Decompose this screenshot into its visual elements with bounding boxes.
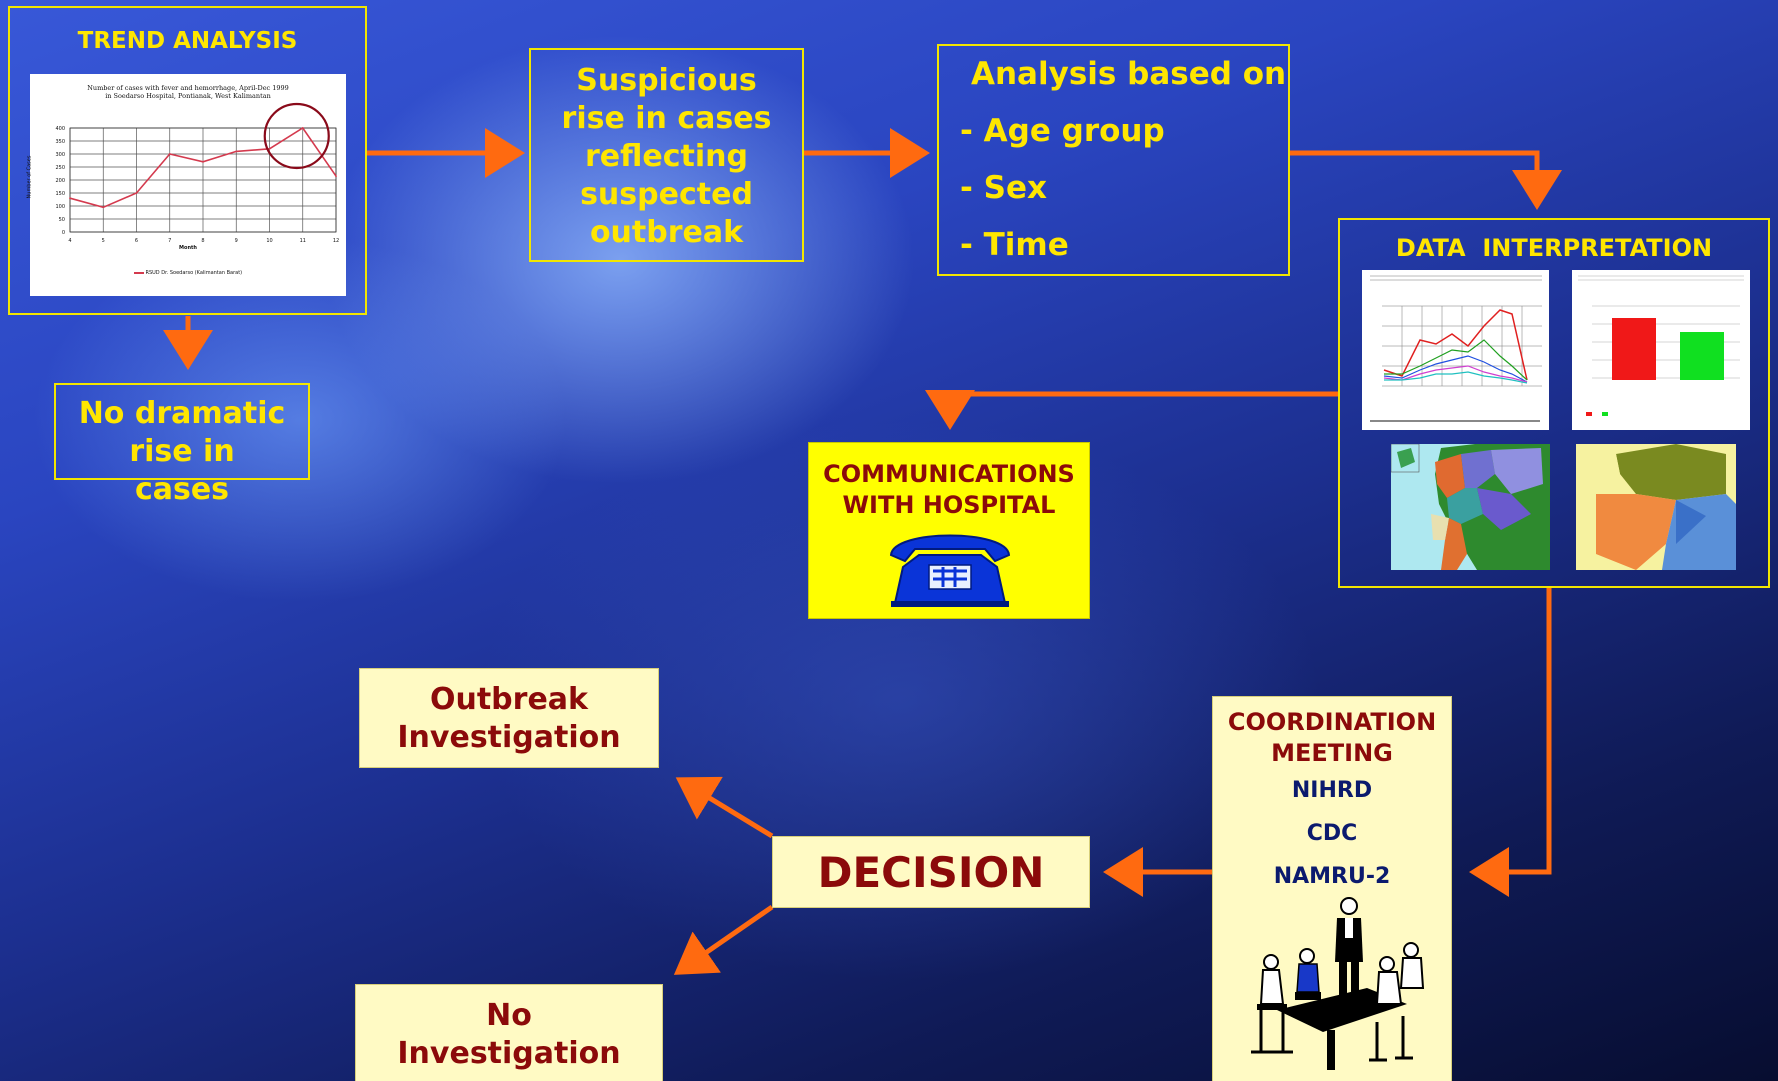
x-tick-label: 12 [333, 238, 339, 244]
data-point [301, 127, 304, 129]
org-cdc: CDC [1306, 821, 1358, 846]
y-tick-label: 100 [55, 204, 65, 210]
data-point [135, 192, 138, 194]
communications-line1: COMMUNICATIONS [823, 460, 1075, 488]
age-specific-chart-thumbnail [1362, 270, 1549, 430]
x-tick-label: 9 [235, 238, 238, 244]
y-tick-label: 250 [55, 165, 65, 171]
x-tick-label: 11 [300, 238, 306, 244]
decision-box: DECISION [772, 836, 1090, 908]
x-tick-label: 4 [68, 238, 71, 244]
suspicious-rise-text: Suspicious rise in cases reflecting susp… [561, 63, 772, 250]
sex-bar-chart-thumbnail [1572, 270, 1750, 430]
trend-chart: Number of cases with fever and hemorrhag… [26, 74, 346, 296]
outbreak-investigation-box: Outbreak Investigation [359, 668, 659, 768]
y-tick-label: 300 [55, 152, 65, 158]
y-tick-label: 400 [55, 126, 65, 132]
trend-chart-title: Number of cases with fever and hemorrhag… [87, 84, 289, 100]
trend-analysis-box: TREND ANALYSIS Number of cases with feve… [8, 6, 367, 315]
no-dramatic-rise-text: No dramatic rise in cases [78, 396, 286, 507]
communications-box: COMMUNICATIONS WITH HOSPITAL [808, 442, 1090, 619]
telephone-icon [889, 534, 1011, 607]
analysis-item-time: - Time [960, 227, 1069, 263]
no-investigation-line1: No [486, 998, 532, 1033]
data-point [69, 197, 71, 200]
y-tick-label: 200 [55, 178, 65, 184]
no-dramatic-rise-box: No dramatic rise in cases [54, 383, 310, 507]
no-investigation-box: No Investigation [355, 984, 663, 1081]
trend-chart-ylabel: Number of Cases [26, 155, 33, 199]
district-map-thumbnail [1576, 444, 1736, 570]
x-tick-label: 5 [102, 238, 105, 244]
analysis-item-age: - Age group [960, 113, 1165, 149]
trend-analysis-title: TREND ANALYSIS [77, 28, 298, 54]
analysis-item-sex: - Sex [960, 170, 1048, 206]
plot-frame [69, 127, 337, 233]
trend-chart-xlabel: Month [179, 245, 197, 251]
y-tick-label: 150 [55, 191, 65, 197]
data-point [102, 206, 105, 209]
data-point [268, 147, 271, 150]
suspicious-rise-box: Suspicious rise in cases reflecting susp… [529, 48, 804, 262]
outbreak-line1: Outbreak [429, 682, 588, 717]
data-point [202, 160, 204, 163]
arrow-decision-to-outbreak [675, 776, 774, 839]
analysis-box: Analysis based on - Age group - Sex - Ti… [937, 44, 1290, 276]
data-point [335, 175, 337, 177]
arrow-decision-to-no-investigation [673, 904, 774, 975]
trend-chart-legend: RSUD Dr. Soedarso (Kalimantan Barat) [30, 270, 346, 276]
decision-text: DECISION [817, 848, 1045, 897]
org-nihrd: NIHRD [1291, 778, 1373, 803]
coordination-line1: COORDINATION [1227, 708, 1437, 736]
trend-line-chart: 400 350 300 250 200 150 100 50 04 5 6 7 8 9 10 11 12 [55, 102, 339, 244]
arrow-interpretation-to-communications [925, 390, 1340, 430]
analysis-title: Analysis based on [971, 56, 1287, 92]
regional-map-thumbnail [1391, 444, 1550, 570]
x-tick-label: 6 [135, 238, 138, 244]
sex-chart-graphic [1578, 275, 1744, 416]
outbreak-line2: Investigation [397, 720, 621, 755]
coordination-line2: MEETING [1271, 739, 1393, 767]
data-interpretation-box: DATA INTERPRETATION [1338, 218, 1770, 588]
communications-line2: WITH HOSPITAL [842, 491, 1056, 519]
data-interpretation-title: DATA INTERPRETATION [1395, 234, 1713, 262]
peak-highlight-circle [263, 102, 330, 170]
no-investigation-line2: Investigation [397, 1036, 621, 1071]
data-point [235, 150, 238, 153]
x-tick-label: 10 [266, 238, 272, 244]
arrow-analysis-to-interpretation [1290, 150, 1562, 210]
y-tick-label: 50 [59, 217, 65, 223]
x-tick-label: 7 [168, 238, 171, 244]
district-map-graphic [1576, 444, 1736, 570]
meeting-people-icon [1251, 897, 1425, 1070]
y-tick-label: 0 [62, 230, 65, 236]
org-namru2: NAMRU-2 [1273, 864, 1391, 889]
age-chart-graphic [1370, 275, 1542, 422]
arrow-interpretation-to-coordination [1469, 588, 1552, 897]
regional-map-graphic [1391, 444, 1550, 570]
coordination-meeting-box: COORDINATION MEETING NIHRD CDC NAMRU-2 [1212, 696, 1452, 1081]
y-tick-label: 350 [55, 139, 65, 145]
x-tick-label: 8 [201, 238, 204, 244]
data-point [168, 153, 171, 155]
